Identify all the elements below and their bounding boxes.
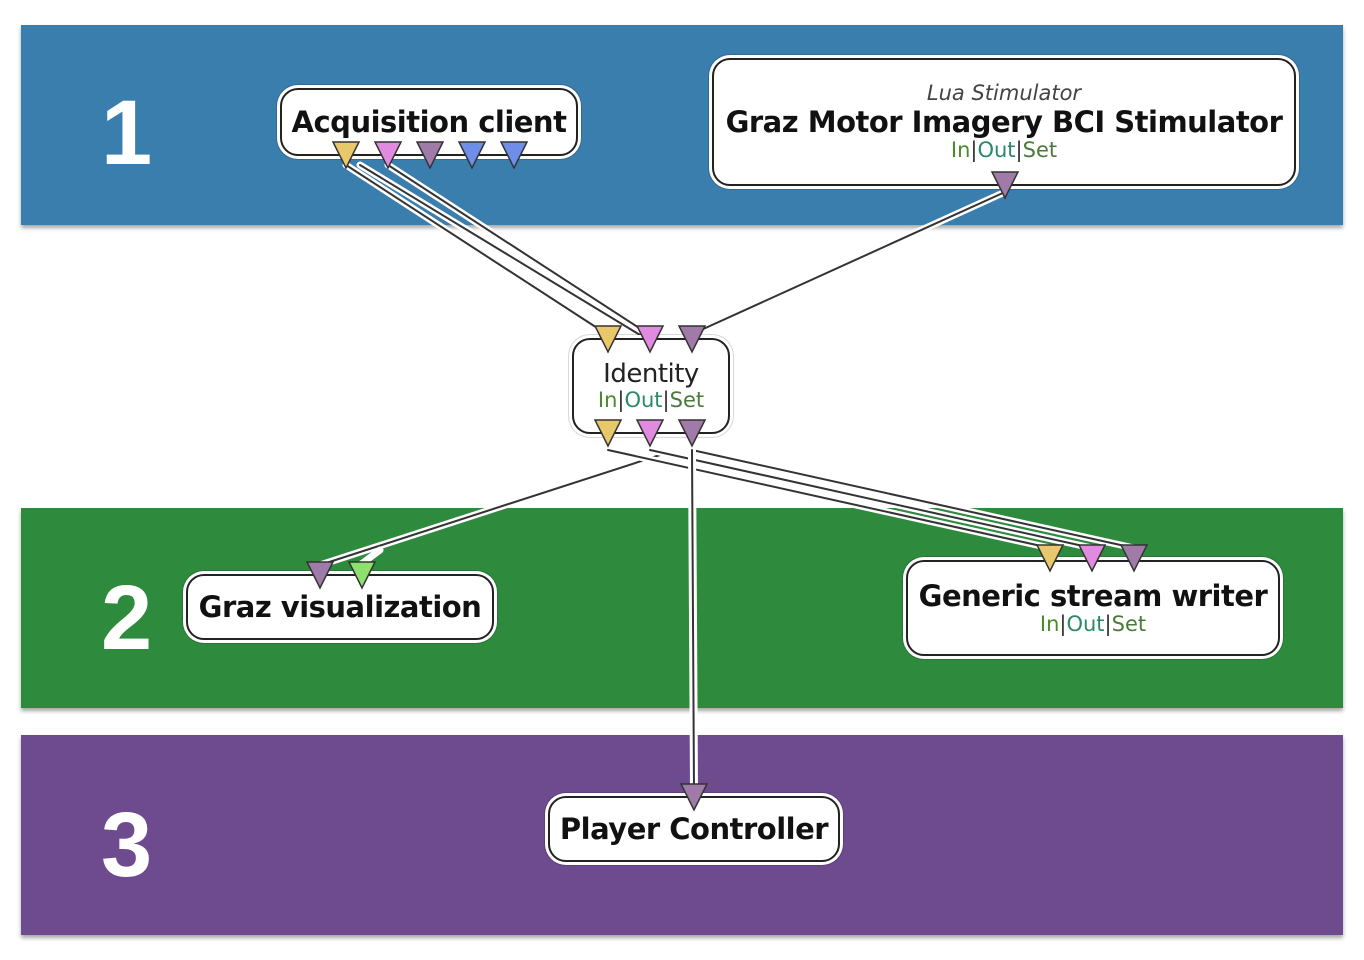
identity-io-sep-1: | [617,388,625,413]
player-controller-box[interactable]: Player Controller [548,796,840,862]
writer-title: Generic stream writer [918,579,1268,614]
acquisition-client-title: Acquisition client [291,105,567,139]
stimulator-io-sep-1: | [970,138,978,163]
wire-identity-to-vis-core [319,454,661,566]
wire-acq-to-identity-2-core [387,164,651,336]
section-number-2: 2 [101,567,153,669]
stimulator-io-out: Out [977,138,1016,163]
stimulator-io-in: In [950,138,971,163]
wire-acq-to-identity-3-core [359,164,641,336]
writer-io-out: Out [1066,612,1105,637]
writer-io-sep-2: | [1104,612,1112,637]
stimulator-subtitle: Lua Stimulator [926,81,1082,106]
wire-identity-to-writer-3-core [691,449,1135,549]
acquisition-client-box[interactable]: Acquisition client [280,88,578,156]
stimulator-io-sep-2: | [1015,138,1023,163]
section-number-3: 3 [101,794,153,896]
wire-stim-to-identity-core [689,191,1006,336]
player-controller-title: Player Controller [559,812,829,846]
writer-io-set: Set [1111,612,1147,637]
identity-box[interactable]: Identity In|Out|Set [572,338,730,434]
wire-identity-to-player-core [691,449,695,791]
writer-io-sep-1: | [1059,612,1067,637]
graz-stimulator-box[interactable]: Lua Stimulator Graz Motor Imagery BCI St… [712,58,1296,186]
writer-io-label: In|Out|Set [1040,613,1146,636]
identity-title: Identity [603,359,699,390]
graz-visualization-title: Graz visualization [198,590,482,624]
identity-io-in: In [597,388,618,413]
identity-io-label: In|Out|Set [598,389,704,412]
wire-identity-to-writer-1-core [607,449,1051,549]
wire-identity-to-writer-2-core [649,449,1093,549]
stimulator-io-label: In|Out|Set [951,139,1057,162]
stimulator-io-set: Set [1022,138,1058,163]
identity-io-set: Set [669,388,705,413]
identity-io-out: Out [624,388,663,413]
graz-visualization-box[interactable]: Graz visualization [186,574,494,640]
writer-io-in: In [1039,612,1060,637]
wire-acq-to-identity-1-core [345,164,609,336]
stimulator-title: Graz Motor Imagery BCI Stimulator [725,105,1283,140]
identity-io-sep-2: | [662,388,670,413]
generic-stream-writer-box[interactable]: Generic stream writer In|Out|Set [906,560,1280,656]
section-number-1: 1 [101,82,153,184]
